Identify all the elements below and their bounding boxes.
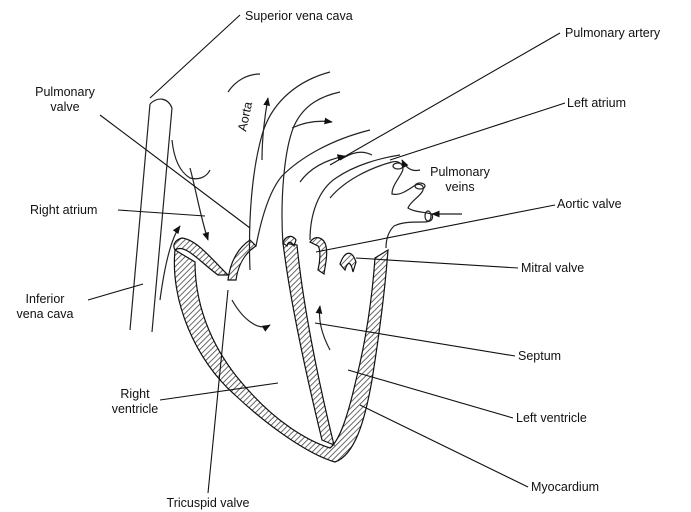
myocardium-wall: [174, 250, 388, 462]
pulmonary-vein-opening-3: [425, 211, 431, 221]
leader-left-atrium: [390, 103, 565, 160]
flow-arrow-pv-top: [402, 160, 420, 171]
label-mitral-valve: Mitral valve: [521, 261, 584, 275]
left-atrium-outline: [330, 162, 433, 248]
flow-arrow-aorta-up: [262, 98, 268, 160]
label-pulmonary-artery: Pulmonary artery: [565, 26, 661, 40]
pulmonary-vein-opening-1: [393, 163, 403, 169]
leader-myocardium: [360, 405, 528, 487]
leader-right-atrium: [118, 210, 205, 216]
label-superior-vena-cava: Superior vena cava: [245, 9, 353, 23]
label-septum: Septum: [518, 349, 561, 363]
label-pulmonary-veins-line2: veins: [445, 180, 474, 194]
leader-septum: [315, 323, 515, 356]
label-aorta: Aorta: [235, 100, 255, 132]
leader-pulmonary-artery: [330, 33, 560, 165]
label-inferior-vena-cava-line1: Inferior: [26, 292, 65, 306]
heart-illustration: [130, 72, 462, 462]
mitral-valve-leaflet: [340, 253, 356, 272]
septum-wall: [283, 243, 334, 445]
leader-inferior-vena-cava: [88, 284, 143, 300]
svc-line-right: [152, 108, 172, 332]
label-pulmonary-valve-line1: Pulmonary: [35, 85, 95, 99]
svc-line-left: [130, 104, 150, 330]
svc-cap: [150, 99, 172, 108]
label-right-ventricle-line2: ventricle: [112, 402, 159, 416]
label-right-atrium: Right atrium: [30, 203, 97, 217]
pulmonary-trunk-right: [310, 155, 400, 240]
label-pulmonary-valve-line2: valve: [50, 100, 79, 114]
leader-aortic-valve: [316, 205, 555, 252]
label-myocardium: Myocardium: [531, 480, 599, 494]
flow-arrow-aorta-right: [292, 121, 332, 128]
label-left-atrium: Left atrium: [567, 96, 626, 110]
pulmonary-trunk-left: [256, 130, 370, 246]
flow-arrow-rv: [232, 300, 270, 327]
pulmonary-valve-leaflet: [228, 240, 256, 280]
label-right-ventricle-line1: Right: [120, 387, 150, 401]
label-inferior-vena-cava-line2: vena cava: [17, 307, 74, 321]
flow-arrow-lv: [319, 306, 330, 350]
aorta-top: [228, 74, 260, 92]
leader-superior-vena-cava: [150, 15, 240, 98]
leader-tricuspid-valve: [208, 290, 228, 493]
aortic-valve-leaflet-right: [310, 238, 327, 274]
label-tricuspid-valve: Tricuspid valve: [167, 496, 250, 510]
leader-pulmonary-valve: [100, 115, 250, 228]
label-pulmonary-veins-line1: Pulmonary: [430, 165, 490, 179]
label-aortic-valve: Aortic valve: [557, 197, 622, 211]
label-left-ventricle: Left ventricle: [516, 411, 587, 425]
